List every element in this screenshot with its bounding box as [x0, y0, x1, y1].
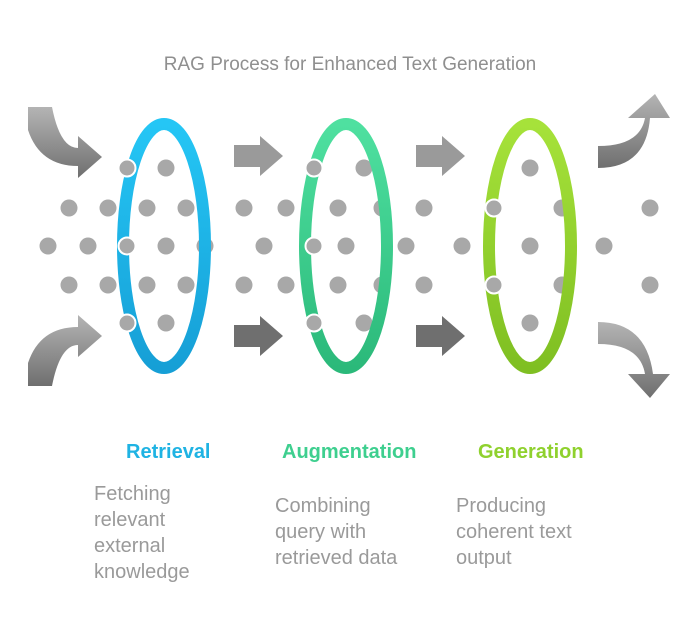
- particle-dot: [277, 276, 295, 294]
- particle-dot: [415, 276, 433, 294]
- particle-dot: [329, 276, 347, 294]
- stage-heading-retrieval: Retrieval: [126, 441, 211, 463]
- output-arrow-bottom-icon: [598, 322, 670, 398]
- particle-dot: [177, 276, 195, 294]
- stage-description-augmentation: Combining query with retrieved data: [275, 495, 398, 569]
- connector-arrow-2-top-icon: [416, 136, 465, 176]
- particle-dot: [99, 199, 117, 217]
- particle-dot: [453, 237, 471, 255]
- particle-dot: [329, 199, 347, 217]
- particle-dot: [138, 276, 156, 294]
- particle-dot: [60, 276, 78, 294]
- particle-dot: [117, 236, 137, 256]
- particle-dot: [641, 276, 659, 294]
- particle-dot: [39, 237, 57, 255]
- stage-description-generation: Producing coherent text output: [456, 495, 572, 569]
- particle-dot: [355, 159, 373, 177]
- particle-dot: [157, 237, 175, 255]
- connector-arrow-1-top-icon: [234, 136, 283, 176]
- particle-dot: [235, 276, 253, 294]
- particle-dot: [521, 159, 539, 177]
- stage-description-retrieval: Fetching relevant external knowledge: [94, 483, 190, 583]
- connector-arrow-2-bottom-icon: [416, 316, 465, 356]
- rag-flow-diagram: [28, 94, 670, 398]
- particle-dot: [521, 314, 539, 332]
- particle-dot: [304, 236, 324, 256]
- particle-dot: [304, 158, 324, 178]
- input-arrow-top-icon: [28, 107, 102, 178]
- diagram-title: RAG Process for Enhanced Text Generation: [163, 54, 537, 75]
- particle-dot: [337, 237, 355, 255]
- particle-dot: [304, 313, 324, 333]
- particle-dot: [235, 199, 253, 217]
- connector-arrow-1-bottom-icon: [234, 316, 283, 356]
- particle-dot: [397, 237, 415, 255]
- particle-dot: [157, 314, 175, 332]
- particle-dot: [138, 199, 156, 217]
- particle-dot: [255, 237, 273, 255]
- particle-dot: [484, 275, 504, 295]
- particle-dot: [277, 199, 295, 217]
- input-arrow-bottom-icon: [28, 315, 102, 386]
- particle-dot: [157, 159, 175, 177]
- ring-edge-dots: [117, 158, 504, 333]
- particle-dot: [60, 199, 78, 217]
- stage-heading-augmentation: Augmentation: [282, 441, 417, 463]
- particle-dot: [484, 198, 504, 218]
- particle-dot: [355, 314, 373, 332]
- generation-ring: [483, 118, 577, 374]
- particle-dot: [99, 276, 117, 294]
- particle-dot: [595, 237, 613, 255]
- particle-dot: [521, 237, 539, 255]
- output-arrow-top-icon: [598, 94, 670, 168]
- particle-dot: [177, 199, 195, 217]
- particle-dots: [39, 159, 659, 332]
- particle-dot: [117, 313, 137, 333]
- particle-dot: [117, 158, 137, 178]
- particle-dot: [79, 237, 97, 255]
- particle-dot: [641, 199, 659, 217]
- particle-dot: [415, 199, 433, 217]
- stage-heading-generation: Generation: [478, 441, 584, 463]
